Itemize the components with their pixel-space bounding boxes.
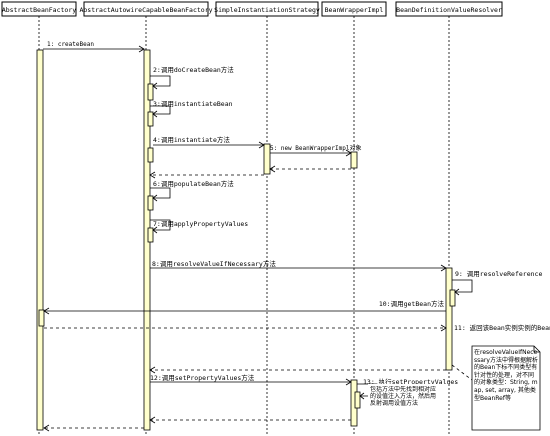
message-label: 5: new BeanWrapperImpl对象 <box>270 144 361 152</box>
activation-bar <box>147 83 154 101</box>
message-10: 10:调用getBean方法 <box>43 299 446 315</box>
message-label: 6:调用populateBean方法 <box>153 179 234 188</box>
return-message <box>149 171 264 179</box>
message-9: 9: 调用resolveReference <box>452 269 542 296</box>
message-label: 10:调用getBean方法 <box>379 299 445 308</box>
message-label: 13: 执行setPropertyValues <box>363 377 458 386</box>
participant-abstract-bean-factory: AbstractBeanFactory <box>1 1 77 17</box>
message-label: 7:调用applyPropertyValues <box>153 219 248 228</box>
message-6: 6:调用populateBean方法 <box>150 179 234 202</box>
message-label: 12:调用setPropertyValues方法 <box>150 373 255 382</box>
participant-label: SimpleInstantiationStrategy <box>214 6 320 14</box>
activation-bar <box>350 151 358 169</box>
participant-label: AbstractBeanFactory <box>2 6 76 14</box>
message-11: 11: 返回该Bean实例实例的Bean <box>44 323 550 332</box>
participant-simple-instantiation-strategy: SimpleInstantiationStrategy <box>214 1 320 17</box>
activation-bar <box>147 111 154 127</box>
return-message <box>149 416 351 424</box>
message-label: 9: 调用resolveReference <box>455 269 542 278</box>
message-2: 2:调用doCreateBean方法 <box>150 65 234 90</box>
activation-bar <box>147 147 154 163</box>
message-1: 1: createBean <box>43 41 145 53</box>
participant-bean-definition-value-resolver: BeanDefinitionValueResolver <box>395 1 503 17</box>
note-resolver: 在resolveValueIfNecessary方法中得根据解析的Bean下标不… <box>451 345 541 431</box>
message-8: 8:调用resolveValueIfNecessary方法 <box>150 259 447 272</box>
message-label: 8:调用resolveValueIfNecessary方法 <box>152 259 276 268</box>
activation-bar <box>449 289 456 307</box>
activation-bar <box>38 309 45 327</box>
note-text: 包括方法中先找到相对应的设值注入方法，然后用反射调用设值方法 <box>370 386 437 408</box>
message-label: 11: 返回该Bean实例实例的Bean <box>454 323 550 332</box>
participant-bean-wrapper-impl: BeanWrapperImpl <box>321 1 387 17</box>
message-label: 1: createBean <box>47 41 94 48</box>
activation-bar <box>36 49 44 431</box>
message-3: 3:调用instantiateBean <box>150 99 233 118</box>
message-4: 4:调用instantiate方法 <box>153 135 265 149</box>
participant-label: BeanWrapperImpl <box>325 6 384 14</box>
return-message <box>43 424 144 432</box>
participant-label: AbstractAutowireCapableBeanFactory <box>79 6 212 14</box>
message-label: 4:调用instantiate方法 <box>153 135 230 144</box>
activation-bar <box>147 227 154 243</box>
participant-label: BeanDefinitionValueResolver <box>396 6 502 14</box>
message-5: 5: new BeanWrapperImpl对象 <box>270 144 361 157</box>
activation-bar <box>354 391 361 409</box>
participant-abstract-autowire-capable-bean-factory: AbstractAutowireCapableBeanFactory <box>79 1 213 17</box>
note-set-property-values: 包括方法中先找到相对应的设值注入方法，然后用反射调用设值方法 <box>368 384 440 426</box>
activation-bar <box>263 143 271 175</box>
activation-bar <box>445 267 453 371</box>
message-label: 3:调用instantiateBean <box>153 99 233 108</box>
return-message <box>269 165 351 173</box>
activation-bar <box>147 195 154 211</box>
message-12: 12:调用setPropertyValues方法 <box>150 373 352 386</box>
note-text: 在resolveValueIfNecessary方法中得根据解析的Bean下标不… <box>474 349 538 402</box>
message-label: 2:调用doCreateBean方法 <box>153 65 234 74</box>
message-7: 7:调用applyPropertyValues <box>150 219 248 234</box>
return-message <box>149 366 446 374</box>
